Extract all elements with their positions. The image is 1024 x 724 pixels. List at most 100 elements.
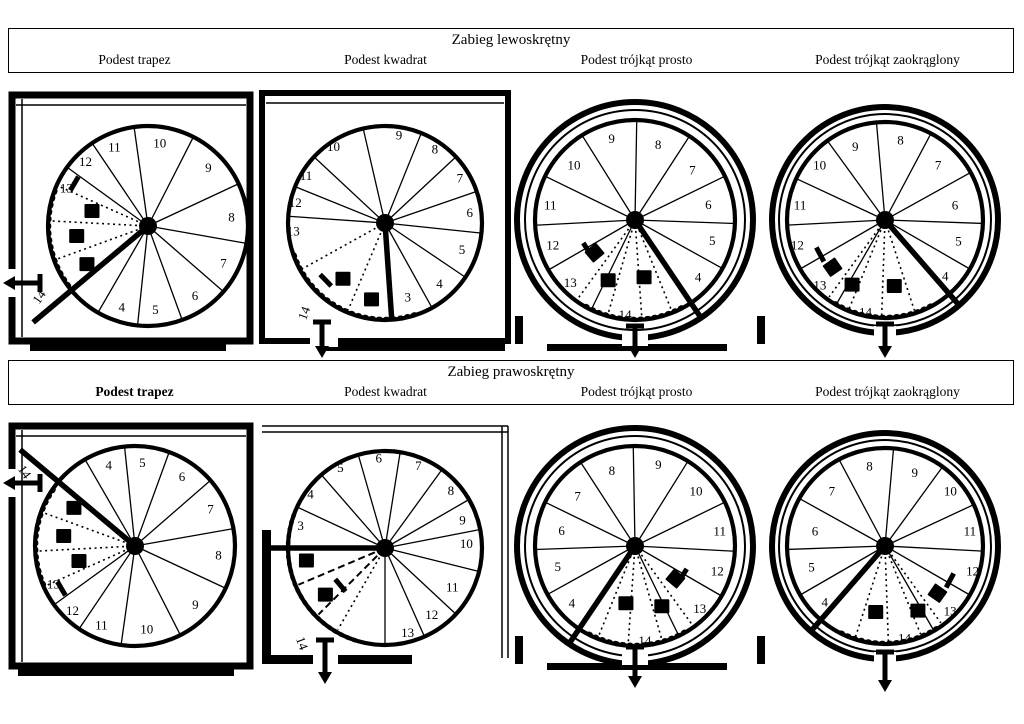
step-number-13: 13 xyxy=(944,604,957,619)
exit-direction-arrow xyxy=(3,274,43,292)
tread-edge-line xyxy=(884,545,971,596)
tread-edge-line xyxy=(384,547,457,615)
tread-edge-line xyxy=(634,501,726,547)
step-number-14: 14 xyxy=(638,633,652,648)
tread-edge-line xyxy=(147,225,247,245)
tread-edge-line xyxy=(362,128,386,224)
wall-bar xyxy=(515,636,523,664)
tread-edge-line xyxy=(884,545,983,552)
step-badge-1: 1 xyxy=(335,271,351,286)
svg-text:2: 2 xyxy=(61,531,66,542)
column-labels-left-turn: Podest trapez Podest kwadrat Podest trój… xyxy=(9,50,1013,72)
svg-text:2: 2 xyxy=(74,231,79,242)
step-number-4: 4 xyxy=(569,595,576,610)
step-number-10: 10 xyxy=(813,158,826,173)
step-number-9: 9 xyxy=(655,457,662,472)
tread-edge-line xyxy=(634,175,726,221)
tread-edge-line xyxy=(134,479,211,547)
exit-direction-arrow xyxy=(876,649,894,692)
wall-bar xyxy=(320,343,505,351)
step-number-9: 9 xyxy=(205,160,212,175)
step-number-5: 5 xyxy=(459,242,466,257)
wall xyxy=(8,91,254,345)
wall-bar xyxy=(30,343,226,351)
tread-edge-line xyxy=(84,459,136,547)
step-number-8: 8 xyxy=(609,463,616,478)
step-number-6: 6 xyxy=(192,288,199,303)
step-number-13: 13 xyxy=(693,601,706,616)
tread-edge-line xyxy=(634,545,722,597)
tread-edge-line xyxy=(579,461,636,547)
tread-edge-line xyxy=(634,219,723,270)
svg-text:3: 3 xyxy=(892,281,897,292)
wall-bar xyxy=(757,636,765,664)
step-number-5: 5 xyxy=(152,302,159,317)
step-number-9: 9 xyxy=(396,127,403,142)
step-number-5: 5 xyxy=(808,560,815,575)
newel-post xyxy=(126,537,144,555)
step-number-4: 4 xyxy=(822,595,829,610)
step-badge-2: 2 xyxy=(69,229,85,244)
tread-edge-line xyxy=(147,136,194,227)
landing-dotted-arc xyxy=(831,300,933,320)
tread-edge-line xyxy=(134,545,226,589)
tread-edge-line xyxy=(97,225,149,313)
tread-edge-line xyxy=(123,446,136,547)
tread-edge-line xyxy=(147,183,239,227)
step-badge-1: 1 xyxy=(71,554,87,569)
newel-post xyxy=(626,211,644,229)
column-label-trapezoid: Podest trapez xyxy=(98,52,171,67)
tread-edge-line xyxy=(884,133,932,221)
tread-edge-line xyxy=(799,219,886,270)
step-badge-2: 2 xyxy=(56,528,72,543)
tread-edge-line xyxy=(634,120,638,221)
tread-edge-line xyxy=(544,501,636,547)
svg-text:1: 1 xyxy=(76,556,81,567)
column-label-straight-triangle: Podest trójkąt prosto xyxy=(580,52,693,67)
tread-edge-line xyxy=(884,219,983,225)
svg-text:1: 1 xyxy=(340,274,345,285)
column-label-trapezoid-bold: Podest trapez xyxy=(95,384,174,399)
step-number-6: 6 xyxy=(466,205,473,220)
step-number-9: 9 xyxy=(852,139,859,154)
step-nosing-tick xyxy=(333,577,348,594)
tread-edge-line xyxy=(548,219,636,271)
step-number-11: 11 xyxy=(446,579,459,594)
exit-direction-arrow xyxy=(316,637,334,684)
svg-text:3: 3 xyxy=(641,272,646,283)
section-title-right-turn: Zabieg prawoskrętny xyxy=(447,364,575,380)
winder-dotted-line xyxy=(302,222,386,270)
svg-text:3: 3 xyxy=(84,259,89,270)
step-number-4: 4 xyxy=(307,486,314,501)
tread-edge-line xyxy=(120,545,136,646)
step-number-8: 8 xyxy=(655,137,662,152)
tread-edge-line xyxy=(884,219,971,270)
step-number-14: 14 xyxy=(859,305,873,320)
step-number-5: 5 xyxy=(554,559,561,574)
tread-edge-line xyxy=(384,222,482,234)
step-badge-2: 2 xyxy=(600,273,616,288)
wall-bar xyxy=(757,316,765,344)
newel-post xyxy=(876,537,894,555)
step-number-9: 9 xyxy=(608,131,615,146)
step-number-12: 12 xyxy=(79,154,92,169)
step-number-12: 12 xyxy=(66,603,79,618)
section-title-left-turn: Zabieg lewoskrętny xyxy=(451,32,571,48)
step-badge-2: 2 xyxy=(654,599,670,614)
step-number-7: 7 xyxy=(220,255,227,270)
tread-edge-line xyxy=(634,219,735,225)
step-nosing-tick xyxy=(68,175,81,192)
svg-text:2: 2 xyxy=(915,606,920,617)
step-number-8: 8 xyxy=(866,459,873,474)
tread-edge-line xyxy=(288,215,386,224)
svg-text:2: 2 xyxy=(849,280,854,291)
wall-bar xyxy=(18,668,234,676)
tread-edge-line xyxy=(384,469,443,549)
